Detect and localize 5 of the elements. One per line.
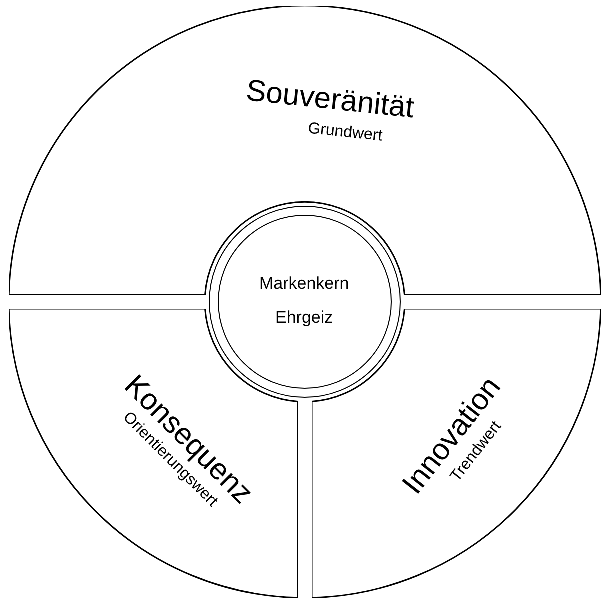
core-title: Markenkern <box>260 275 350 292</box>
segment-subtitle: Grundwert <box>306 121 383 145</box>
core-value: Ehrgeiz <box>276 309 334 326</box>
ring-segment <box>9 6 601 295</box>
segment-title: Souveränität <box>244 76 416 124</box>
